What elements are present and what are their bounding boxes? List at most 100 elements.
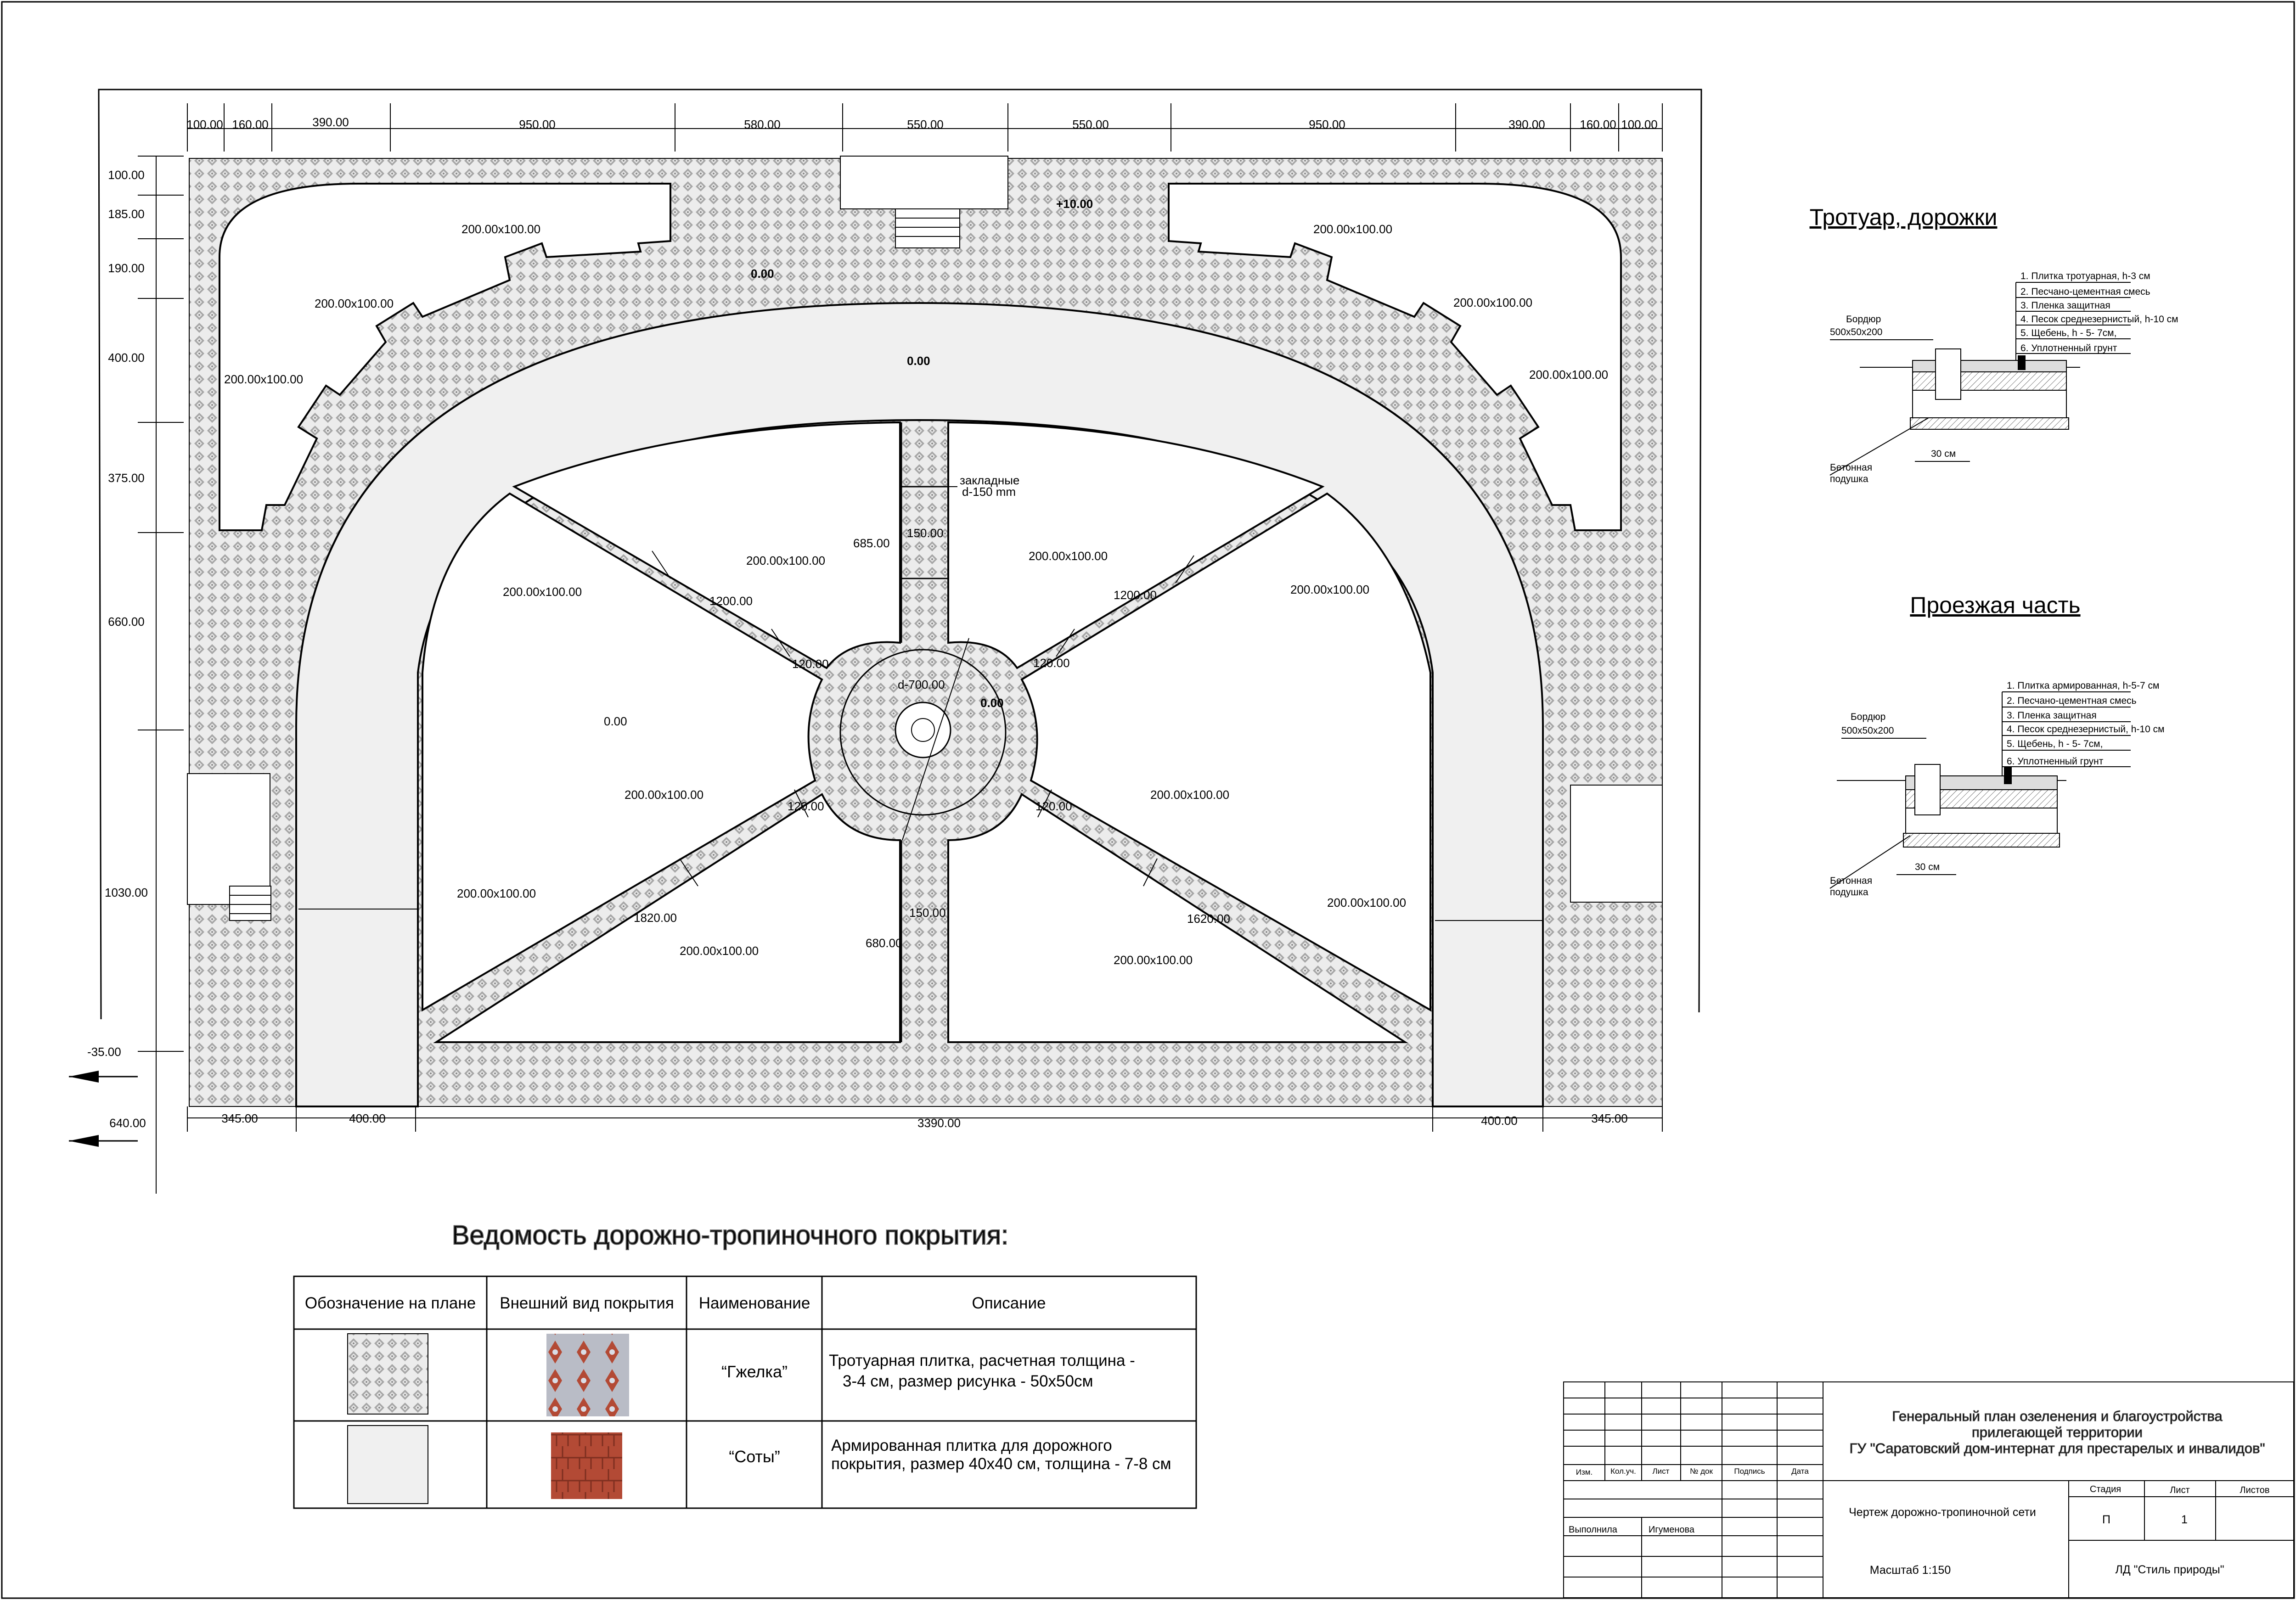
legend-header-2: Внешний вид покрытия (500, 1294, 674, 1312)
dim-150-top: 150.00 (907, 526, 944, 540)
dim-bottom-2: 400.00 (349, 1112, 386, 1125)
stamp-stage-label: Стадия (2090, 1484, 2121, 1494)
legend-symbol-sota (347, 1425, 428, 1504)
roadway-layer-6: 6. Уплотненный грунт (2007, 756, 2104, 767)
level-neg: -35.00 (87, 1045, 121, 1059)
dim-150-bottom: 150.00 (909, 906, 946, 920)
stamp-sheet-label: Лист (2170, 1485, 2189, 1495)
roadway-layer-4: 4. Песок среднезернистый, h-10 см (2007, 724, 2165, 735)
level-zero-center: 0.00 (980, 696, 1004, 710)
horizontal-guides (298, 909, 1543, 921)
legend-name-2: “Соты” (729, 1447, 780, 1466)
dim-120-1: 120.00 (792, 657, 829, 671)
tile-label-6: 200.00x100.00 (1529, 368, 1608, 382)
dim-top-11: 100.00 (1621, 118, 1658, 131)
sidewalk-width: 30 см (1931, 449, 1956, 459)
dim-bottom-5: 345.00 (1591, 1112, 1628, 1125)
dim-top-7: 550.00 (1072, 118, 1109, 131)
level-top: +10.00 (1056, 197, 1093, 211)
bed-top-right (1168, 183, 1622, 531)
sidewalk-layer-3: 3. Пленка защитная (2020, 300, 2110, 311)
right-entrance (1570, 785, 1663, 903)
legend-desc-1a: Тротуарная плитка, расчетная толщина - (829, 1352, 1135, 1370)
dim-680: 680.00 (866, 936, 902, 950)
roadway-layer-3: 3. Пленка защитная (2007, 710, 2097, 721)
stamp-sheet-value: 1 (2181, 1513, 2188, 1526)
central-core (911, 718, 935, 742)
stamp-col-6: Дата (1791, 1467, 1809, 1476)
legend-grid (293, 1275, 1197, 1509)
dim-top-6: 550.00 (907, 118, 944, 131)
dim-1620: 1620.00 (1187, 912, 1230, 926)
dim-top-5: 580.00 (744, 118, 781, 131)
circle-diameter: d-700.00 (898, 678, 945, 691)
bed-top-left (219, 183, 671, 531)
vertical-paths (900, 422, 949, 1042)
dim-top-10: 160.00 (1580, 118, 1616, 131)
title-block: Генеральный план озеленения и благоустро… (1563, 1381, 2294, 1598)
tile-label-1: 200.00x100.00 (461, 222, 540, 236)
tile-label-11: 200.00x100.00 (625, 788, 703, 802)
sidewalk-layer-1: 1. Плитка тротуарная, h-3 см (2020, 271, 2150, 281)
roadway-pad-2: подушка (1830, 887, 1868, 898)
roadway-curb-size: 500x50x200 (1841, 725, 1894, 736)
arrow-head-1 (69, 1071, 99, 1083)
sidewalk-curb-label: Бордюр (1846, 314, 1881, 325)
sidewalk-pad-1: Бетонная (1830, 462, 1872, 473)
stamp-company: ЛД "Стиль природы" (2115, 1563, 2224, 1576)
stamp-col-4: № док (1690, 1467, 1713, 1476)
roadway-width: 30 см (1915, 862, 1940, 872)
dim-bottom-4: 400.00 (1481, 1114, 1518, 1128)
legend-desc-1b: 3-4 см, размер рисунка - 50х50см (843, 1372, 1093, 1390)
dim-left-3: 190.00 (108, 261, 145, 275)
sidewalk-layer-2: 2. Песчано-цементная смесь (2020, 286, 2150, 297)
sidewalk-pad-2: подушка (1830, 474, 1868, 484)
roadway-pad-leader (1829, 835, 1911, 889)
tile-label-4: 200.00x100.00 (1453, 296, 1532, 309)
dim-left-7: 1030.00 (105, 886, 148, 899)
dim-1820: 1820.00 (634, 911, 677, 925)
dim-bottom-1: 345.00 (221, 1112, 258, 1125)
legend-symbol-gzhel (347, 1333, 428, 1415)
stamp-performer-label: Выполнила (1569, 1525, 1618, 1535)
tile-label-16: 200.00x100.00 (1114, 953, 1193, 967)
dim-120-2: 120.00 (1033, 656, 1070, 670)
legend-desc-2b: покрытия, размер 40х40 см, толщина - 7-8… (831, 1455, 1171, 1473)
circle-diameter-line (902, 638, 969, 841)
site-plan: 100.00 160.00 390.00 950.00 580.00 550.0… (69, 89, 1702, 1194)
tile-label-7: 200.00x100.00 (746, 554, 825, 567)
stamp-col-1: Изм. (1576, 1468, 1593, 1476)
legend-photo-gzhel (546, 1334, 629, 1416)
roadway-cross-section (1837, 764, 2066, 848)
level-zero-left: 0.00 (604, 714, 627, 728)
tile-label-8: 200.00x100.00 (1029, 549, 1108, 563)
stamp-col-3: Лист (1653, 1467, 1670, 1476)
top-entrance (840, 156, 1008, 209)
legend-header-4: Описание (972, 1294, 1046, 1312)
stamp-col-2: Кол.уч. (1610, 1467, 1636, 1476)
title-block-grid (1563, 1381, 2294, 1598)
roadway-layer-5: 5. Щебень, h - 5- 7см, (2007, 739, 2103, 749)
dim-685: 685.00 (853, 536, 890, 550)
tile-label-2: 200.00x100.00 (1313, 222, 1392, 236)
dim-1200-left: 1200.00 (709, 594, 753, 608)
stamp-title-3: ГУ "Саратовский дом-интернат для престар… (1850, 1440, 2265, 1456)
left-dimension-chain (138, 156, 184, 1194)
dim-top-4: 950.00 (519, 118, 556, 131)
roadway-layer-2: 2. Песчано-цементная смесь (2007, 696, 2137, 706)
stamp-stage-value: П (2102, 1513, 2110, 1526)
dim-left-5: 375.00 (108, 471, 145, 485)
legend-header-1: Обозначение на плане (305, 1294, 476, 1312)
bottom-dimension-chain (187, 1106, 1663, 1132)
tile-label-10: 200.00x100.00 (1290, 583, 1369, 596)
roadway-pad-1: Бетонная (1830, 876, 1872, 886)
dim-120-3: 120.00 (788, 799, 824, 813)
legend-header-3: Наименование (699, 1294, 810, 1312)
stamp-sheets-label: Листов (2240, 1485, 2270, 1495)
dim-640: 640.00 (109, 1116, 146, 1130)
sidewalk-title: Тротуар, дорожки (1810, 204, 1998, 230)
legend-name-1: “Гжелка” (721, 1362, 788, 1381)
level-zero-1: 0.00 (751, 267, 774, 281)
